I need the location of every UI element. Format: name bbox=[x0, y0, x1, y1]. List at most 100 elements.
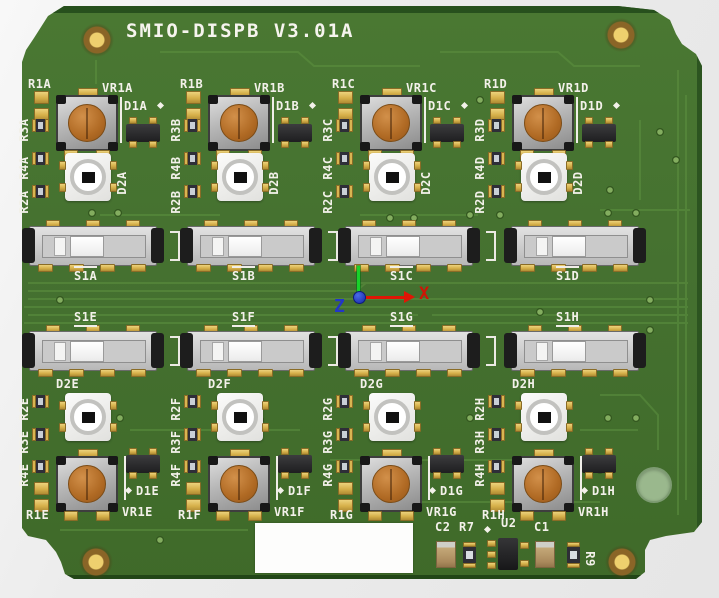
pad bbox=[59, 161, 66, 170]
ref-des-r2: R2G bbox=[321, 397, 335, 421]
switch-body bbox=[511, 331, 639, 371]
switch-pad bbox=[196, 264, 211, 272]
pot-corner bbox=[360, 503, 370, 512]
potentiometer bbox=[56, 88, 120, 160]
pad bbox=[110, 423, 117, 432]
led-die bbox=[82, 172, 95, 183]
ref-des-r4: R4B bbox=[169, 156, 183, 180]
silkscreen-line bbox=[124, 456, 126, 500]
pad bbox=[501, 185, 505, 198]
pad bbox=[520, 511, 534, 521]
switch-knob bbox=[228, 341, 262, 362]
pad bbox=[336, 185, 340, 198]
pad bbox=[149, 141, 157, 148]
pad bbox=[197, 460, 201, 473]
ref-des-r3: R3F bbox=[169, 430, 183, 454]
mounting-hole-bottom-left bbox=[79, 545, 113, 579]
pad bbox=[129, 117, 137, 124]
ref-des-r3: R3C bbox=[321, 118, 335, 142]
silkscreen-line bbox=[576, 97, 578, 143]
pad bbox=[248, 511, 262, 521]
switch-label: S1E bbox=[74, 311, 98, 327]
capacitor-c1 bbox=[535, 541, 555, 568]
pad bbox=[453, 472, 461, 479]
pad bbox=[184, 460, 188, 473]
silkscreen-bracket bbox=[170, 231, 180, 261]
ref-des-r1: R1C bbox=[332, 77, 356, 91]
pad bbox=[349, 119, 353, 132]
chip-resistor bbox=[336, 395, 353, 408]
ref-des-d2: D2E bbox=[56, 377, 80, 391]
pad bbox=[211, 423, 218, 432]
board-edge-bottom bbox=[22, 575, 702, 579]
ref-des-r3: R3G bbox=[321, 430, 335, 454]
slide-switch-S1H bbox=[504, 325, 646, 377]
led bbox=[363, 153, 421, 201]
pad bbox=[453, 448, 461, 455]
pad bbox=[566, 161, 573, 170]
pad bbox=[566, 183, 573, 192]
pot-corner bbox=[412, 503, 422, 512]
resistor-body bbox=[188, 152, 197, 165]
switch-pad bbox=[551, 264, 566, 272]
x-axis-arrowhead bbox=[404, 291, 415, 303]
chip-resistor bbox=[32, 395, 49, 408]
potentiometer bbox=[360, 88, 424, 160]
led bbox=[515, 393, 573, 441]
resistor-body bbox=[188, 460, 197, 473]
chip-resistor bbox=[32, 185, 49, 198]
chip-resistor bbox=[488, 152, 505, 165]
resistor-body bbox=[492, 428, 501, 441]
pad bbox=[515, 161, 522, 170]
sot23-transistor bbox=[430, 448, 464, 479]
polarity-dot bbox=[156, 101, 165, 110]
ref-des-d1: D1E bbox=[136, 484, 160, 498]
sot-body bbox=[430, 455, 464, 473]
switch-knob bbox=[552, 236, 586, 257]
switch-label: S1D bbox=[556, 266, 580, 282]
ref-des-r4: R4A bbox=[17, 156, 31, 180]
potentiometer bbox=[56, 449, 120, 521]
pad bbox=[45, 395, 49, 408]
pad bbox=[301, 472, 309, 479]
chip-resistor bbox=[184, 185, 201, 198]
chip-resistor bbox=[32, 152, 49, 165]
slide-switch-S1G bbox=[338, 325, 480, 377]
chip-resistor bbox=[32, 460, 49, 473]
polarity-dot bbox=[460, 101, 469, 110]
pad bbox=[59, 423, 66, 432]
pad bbox=[433, 472, 441, 479]
pad bbox=[520, 560, 529, 567]
ref-des-d2: D2A bbox=[115, 171, 129, 195]
pot-body bbox=[512, 456, 574, 512]
pot-knob bbox=[372, 465, 410, 503]
silkscreen-bracket bbox=[328, 231, 338, 261]
polarity-dot bbox=[276, 486, 285, 495]
pad bbox=[45, 185, 49, 198]
polarity-dot bbox=[580, 486, 589, 495]
switch-pad bbox=[416, 369, 431, 377]
switch-pad bbox=[613, 264, 628, 272]
switch-end-cap bbox=[504, 228, 517, 263]
ref-des-r3: R3B bbox=[169, 118, 183, 142]
pad bbox=[585, 472, 593, 479]
pot-slit bbox=[542, 108, 544, 139]
pad bbox=[45, 428, 49, 441]
ref-des-d1: D1D bbox=[580, 99, 604, 113]
pot-slit bbox=[542, 469, 544, 500]
switch-pad bbox=[613, 369, 628, 377]
switch-knob-ridge bbox=[54, 237, 66, 256]
pad bbox=[414, 401, 421, 410]
pad bbox=[32, 395, 36, 408]
switch-end-cap bbox=[467, 228, 480, 263]
origin-dot bbox=[353, 291, 366, 304]
resistor-body bbox=[492, 395, 501, 408]
resistor-pads bbox=[338, 482, 353, 495]
switch-pad bbox=[227, 369, 242, 377]
led-die bbox=[386, 172, 399, 183]
pad bbox=[566, 401, 573, 410]
pot-body bbox=[208, 95, 270, 151]
